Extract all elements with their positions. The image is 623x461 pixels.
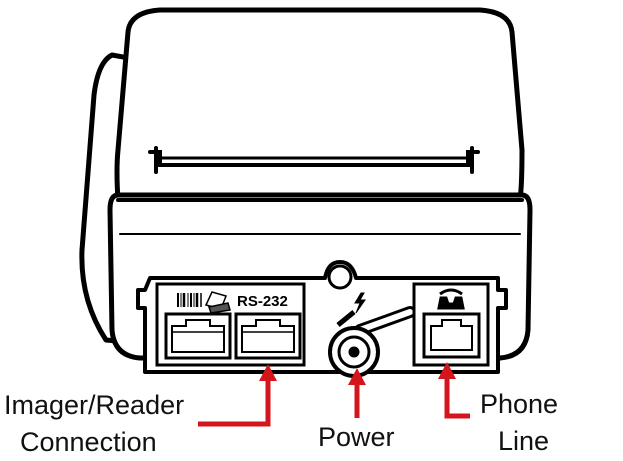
device-top-cover: [114, 7, 525, 203]
phone-arrow: [444, 376, 470, 419]
barcode-icon: [177, 293, 202, 307]
imager-port: [164, 312, 232, 360]
power-label: Power: [318, 422, 395, 452]
rs232-label: RS-232: [237, 293, 288, 310]
screw-hole: [327, 264, 353, 290]
phone-icon: [437, 288, 465, 310]
phone-label-line1: Phone: [480, 389, 559, 419]
phone-label-line2: Line: [498, 426, 550, 456]
rs232-port: [234, 312, 302, 360]
imager-label-line1: Imager/Reader: [4, 390, 185, 420]
phone-port: [422, 312, 481, 359]
card-reader-icon: [204, 291, 231, 314]
imager-arrow: [198, 378, 271, 427]
power-bolt-icon: [354, 292, 366, 314]
imager-label-line2: Connection: [20, 427, 157, 457]
paper-exit-bar: [148, 150, 480, 167]
